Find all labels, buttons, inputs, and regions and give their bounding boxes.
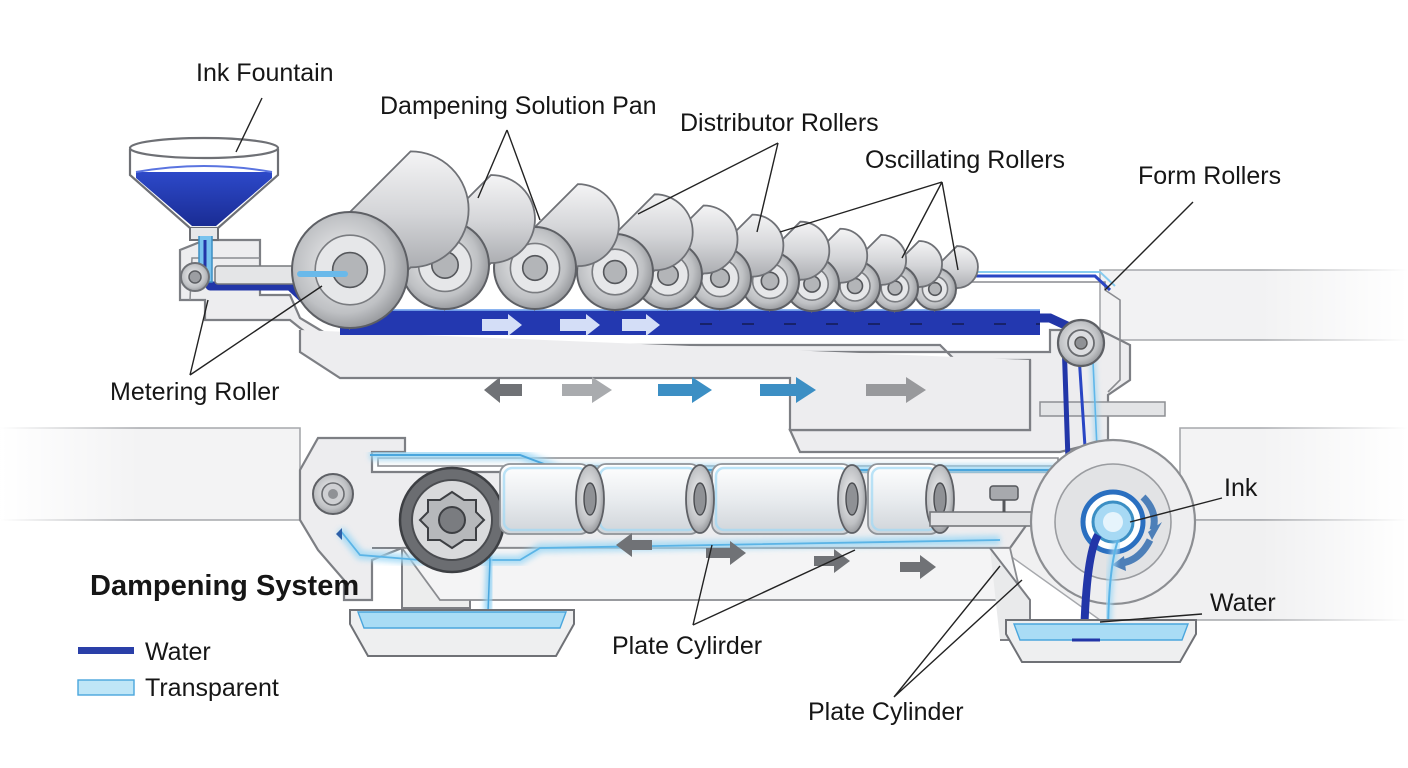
metering-roller [180, 262, 298, 292]
dampening-roller-axle [845, 482, 859, 516]
legend-swatch-transparent [77, 679, 135, 696]
water-tray-right [1005, 619, 1197, 663]
rotation-arrow-icon [1112, 538, 1154, 571]
dampening-roller-axle [933, 482, 947, 516]
arrow-right-icon [760, 377, 816, 403]
roller-hub [602, 259, 628, 285]
rotation-arrow-icon [1140, 494, 1162, 540]
callout-labels: Ink Fountain Dampening Solution Pan Dist… [90, 59, 1281, 726]
ink-fountain [128, 136, 280, 283]
frame-rails [0, 260, 1408, 630]
label-distributor-rollers: Distributor Rollers [680, 109, 879, 137]
middle-flow-arrows [484, 377, 926, 403]
roller-hub [331, 251, 369, 289]
legend-label-water: Water [145, 638, 211, 666]
legend-label-transparent: Transparent [145, 674, 279, 702]
rotation-arrow-icon [336, 528, 342, 540]
label-dampening-system: Dampening System [90, 570, 359, 602]
dampening-drive-wheel [398, 466, 506, 574]
arrow-right-icon [562, 377, 612, 403]
roller-hub [760, 271, 780, 291]
label-dampening-solution-pan: Dampening Solution Pan [380, 92, 657, 120]
lower-roller-train [499, 463, 955, 535]
label-plate-cylinder: Plate Cylinder [808, 698, 964, 726]
label-oscillating-rollers: Oscillating Rollers [865, 146, 1065, 174]
label-form-rollers: Form Rollers [1138, 162, 1281, 190]
dampening-roller-body [595, 463, 701, 535]
dampening-roller-axle [693, 482, 707, 516]
label-plate-cylirder: Plate Cylirder [612, 632, 762, 660]
legend-swatch-water [78, 647, 134, 654]
leader-lines [189, 97, 1223, 698]
arrow-right-icon [706, 541, 746, 565]
upper-roller-train [291, 150, 979, 331]
ink-pan [340, 310, 1040, 335]
arrow-right-icon [900, 555, 936, 579]
arrow-right-icon [658, 377, 712, 403]
arrow-left-icon [616, 533, 652, 557]
arrow-right-icon [560, 314, 600, 336]
label-ink-fountain: Ink Fountain [196, 59, 334, 87]
dampening-roller-body [711, 463, 853, 535]
arrow-right-icon [482, 314, 522, 336]
lower-flow-arrows [616, 533, 936, 579]
ink-flow-arrows [482, 314, 660, 336]
label-water: Water [1210, 589, 1276, 617]
legend: Water Transparent [77, 638, 279, 702]
arrow-left-icon [484, 377, 522, 403]
arrow-right-icon [622, 314, 660, 336]
idler-roller [312, 473, 354, 540]
label-ink: Ink [1224, 474, 1258, 502]
dampening-roller-axle [583, 482, 597, 516]
roller-hub [927, 281, 943, 297]
water-tray-left [349, 609, 575, 657]
label-metering-roller: Metering Roller [110, 378, 280, 406]
arrow-right-icon [866, 377, 926, 403]
roller-hub [521, 254, 549, 282]
